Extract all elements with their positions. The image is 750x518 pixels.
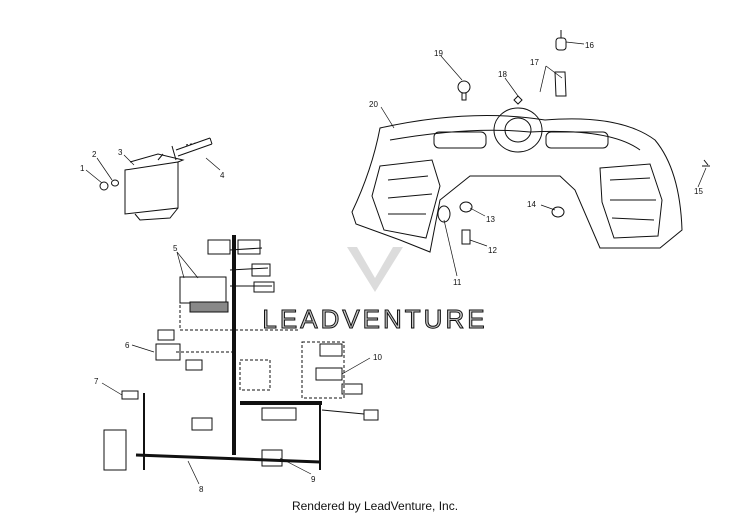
dash-panel-assembly [351, 30, 710, 253]
footer-credit: Rendered by LeadVenture, Inc. [291, 499, 459, 513]
svg-text:LEADVENTURE: LEADVENTURE [262, 304, 487, 334]
control-module-assembly [99, 137, 213, 221]
callout-4: 4 [220, 171, 225, 180]
callout-3: 3 [118, 148, 123, 157]
callout-13: 13 [486, 215, 495, 224]
callout-16: 16 [585, 41, 594, 50]
callout-15: 15 [694, 187, 703, 196]
callout-2: 2 [92, 150, 97, 159]
callout-6: 6 [125, 341, 130, 350]
callout-20: 20 [369, 100, 378, 109]
callout-11: 11 [453, 278, 462, 287]
callout-1: 1 [80, 164, 85, 173]
callout-labels: 1 2 3 4 5 6 7 8 9 10 11 12 13 14 15 16 1… [80, 41, 703, 494]
callout-18: 18 [498, 70, 507, 79]
callout-7: 7 [94, 377, 99, 386]
wiring-harness [103, 235, 379, 471]
callout-8: 8 [199, 485, 204, 494]
callout-14: 14 [527, 200, 536, 209]
leader-lines [85, 41, 707, 485]
callout-5: 5 [173, 244, 178, 253]
watermark: LEADVENTURE [262, 247, 487, 335]
callout-9: 9 [311, 475, 316, 484]
callout-12: 12 [488, 246, 497, 255]
callout-19: 19 [434, 49, 443, 58]
callout-10: 10 [373, 353, 382, 362]
callout-17: 17 [530, 58, 539, 67]
